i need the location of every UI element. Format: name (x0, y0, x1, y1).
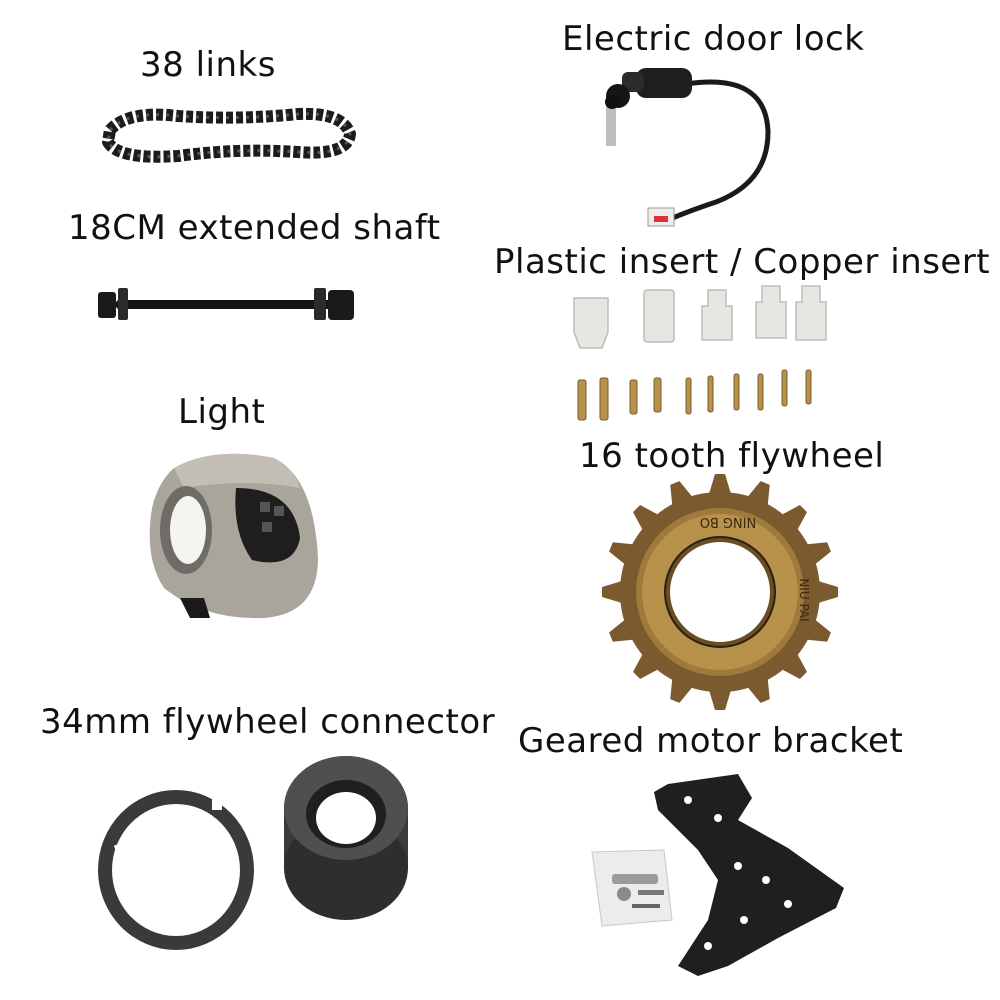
flywheel-engraving-top: NING BO (700, 514, 756, 529)
label-chain: 38 links (140, 45, 276, 85)
label-connector: 34mm flywheel connector (40, 702, 496, 742)
door-lock-icon (596, 62, 776, 237)
flywheel-connector-icon (94, 748, 424, 960)
label-door-lock: Electric door lock (562, 19, 865, 59)
flywheel-engraving-side: NIU PAI (797, 578, 811, 621)
motor-bracket-icon (588, 770, 852, 980)
label-light: Light (178, 392, 266, 432)
connector-inserts-icon (568, 282, 848, 432)
label-bracket: Geared motor bracket (518, 721, 904, 761)
shaft-icon (96, 282, 358, 328)
label-shaft: 18CM extended shaft (68, 208, 441, 248)
light-icon (144, 448, 322, 620)
label-inserts: Plastic insert / Copper insert (494, 242, 991, 282)
label-flywheel: 16 tooth flywheel (579, 436, 885, 476)
flywheel-icon: NING BO NIU PAI (600, 474, 840, 710)
chain-icon (98, 100, 358, 170)
